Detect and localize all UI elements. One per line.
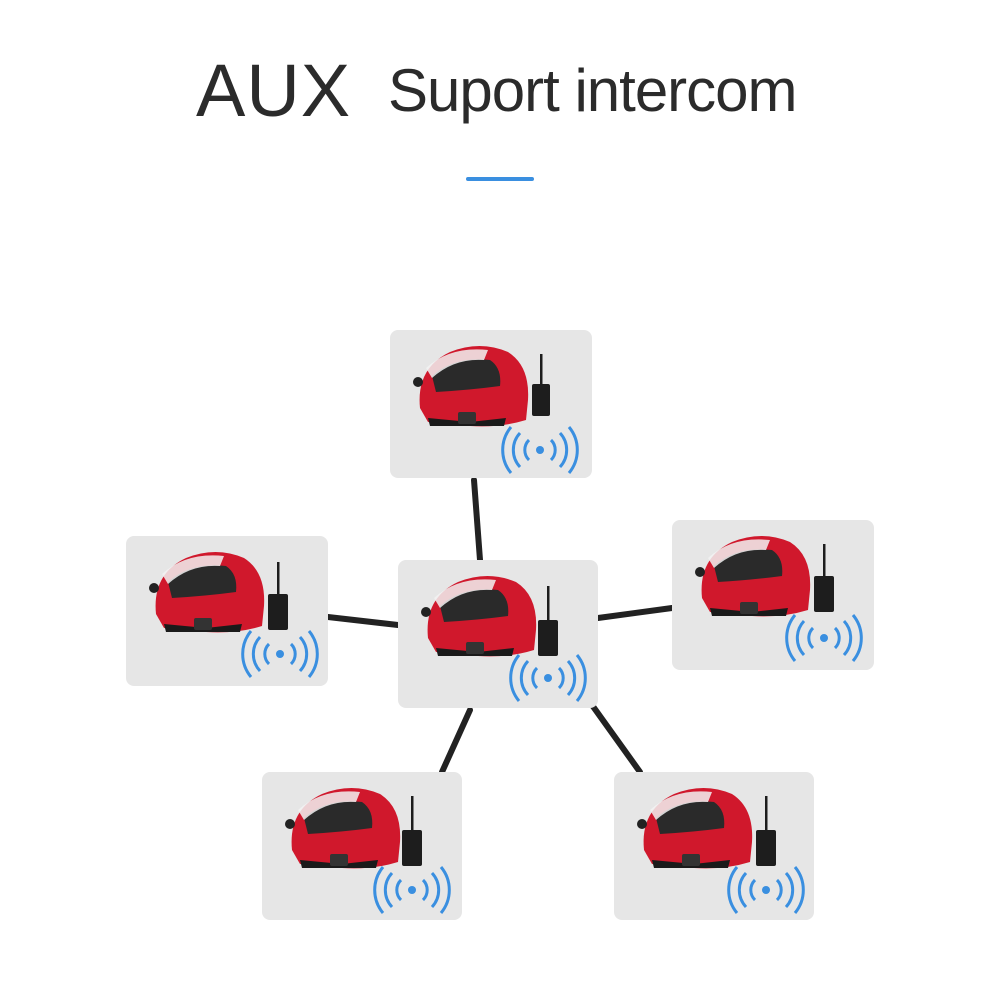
title-aux: AUX <box>196 49 352 132</box>
node-bottom-right <box>614 772 814 920</box>
node-center <box>398 560 598 708</box>
helmet-radio-icon <box>285 788 451 914</box>
link-center-bottom-left <box>439 707 473 775</box>
link-center-bottom-right <box>589 702 643 775</box>
helmet-radio-icon <box>637 788 805 914</box>
node-top <box>390 330 592 478</box>
node-left <box>126 536 328 686</box>
node-bottom-left <box>262 772 462 920</box>
helmet-radio-icon <box>149 552 319 678</box>
signal-icon <box>501 426 579 474</box>
helmet-radio-icon <box>695 536 863 662</box>
signal-icon <box>509 654 587 702</box>
title-subtitle: Suport intercom <box>388 57 798 124</box>
title-row: AUX Suport intercom <box>0 48 1000 138</box>
signal-icon <box>373 866 451 914</box>
helmet-radio-icon <box>413 346 579 474</box>
signal-icon <box>785 614 863 662</box>
link-center-top <box>471 477 483 563</box>
signal-icon <box>727 866 805 914</box>
helmet-radio-icon <box>421 576 587 702</box>
accent-divider <box>466 177 534 181</box>
link-center-left <box>325 614 401 628</box>
node-right <box>672 520 874 670</box>
link-center-right <box>595 605 675 621</box>
signal-icon <box>241 630 319 678</box>
